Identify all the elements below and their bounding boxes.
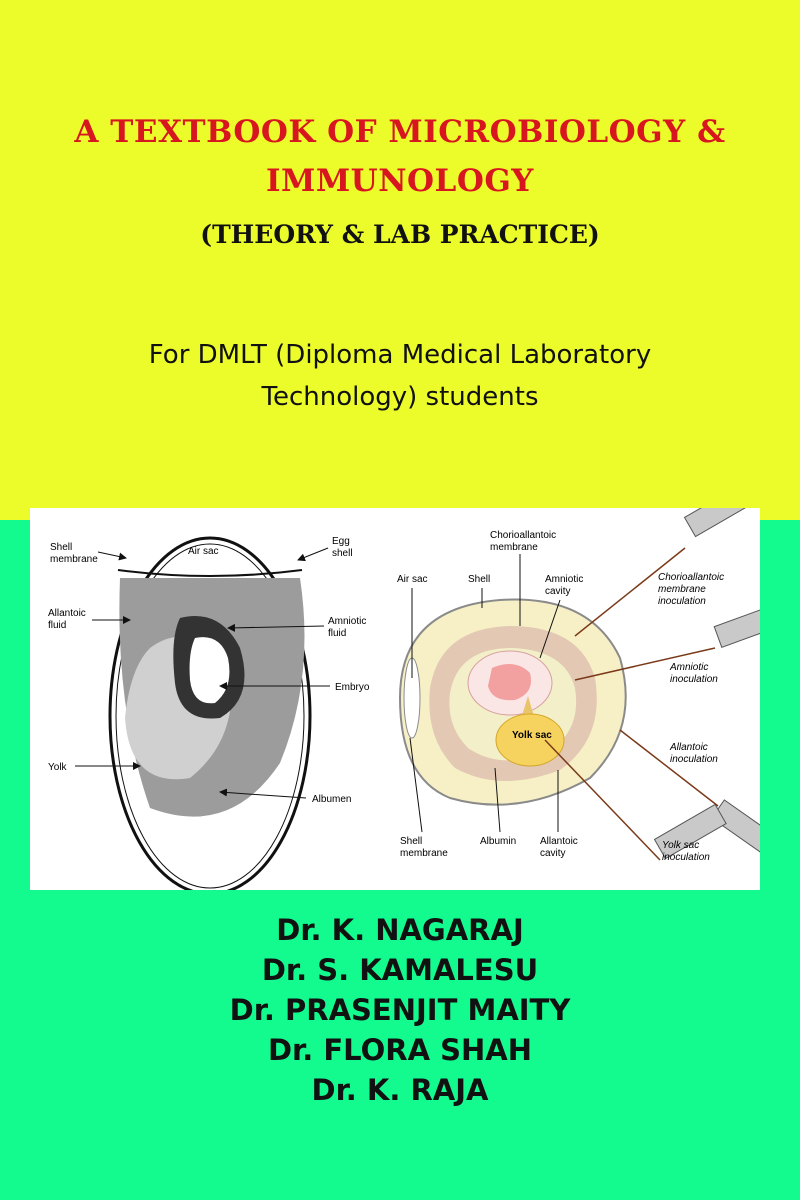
book-title-line1: A TEXTBOOK OF MICROBIOLOGY & <box>74 114 726 150</box>
label-shell-right: Shell <box>468 574 490 585</box>
audience-line1: For DMLT (Diploma Medical Laboratory <box>148 340 652 370</box>
author-name: Dr. S. KAMALESU <box>261 953 539 987</box>
label-air-sac-left: Air sac <box>188 546 219 557</box>
author-name: Dr. K. NAGARAJ <box>276 913 524 947</box>
label-embryo-left: Embryo <box>335 682 370 693</box>
author-name: Dr. FLORA SHAH <box>267 1033 532 1067</box>
author-name: Dr. K. RAJA <box>311 1073 489 1107</box>
audience-line2: Technology) students <box>261 382 539 412</box>
book-title-line2: IMMUNOLOGY <box>266 163 534 199</box>
label-albumin: Albumin <box>480 836 516 847</box>
label-albumen-left: Albumen <box>312 794 351 805</box>
label-air-sac-right: Air sac <box>397 574 428 585</box>
top-band <box>0 0 800 520</box>
author-name: Dr. PRASENJIT MAITY <box>229 993 571 1027</box>
label-yolk-sac: Yolk sac <box>512 730 552 741</box>
label-yolk-left: Yolk <box>48 762 68 773</box>
right-yolk-sac <box>495 713 565 767</box>
author-list: Dr. K. NAGARAJ Dr. S. KAMALESU Dr. PRASE… <box>0 910 800 1110</box>
right-embryo <box>488 664 531 701</box>
book-subtitle: (THEORY & LAB PRACTICE) <box>200 220 600 249</box>
